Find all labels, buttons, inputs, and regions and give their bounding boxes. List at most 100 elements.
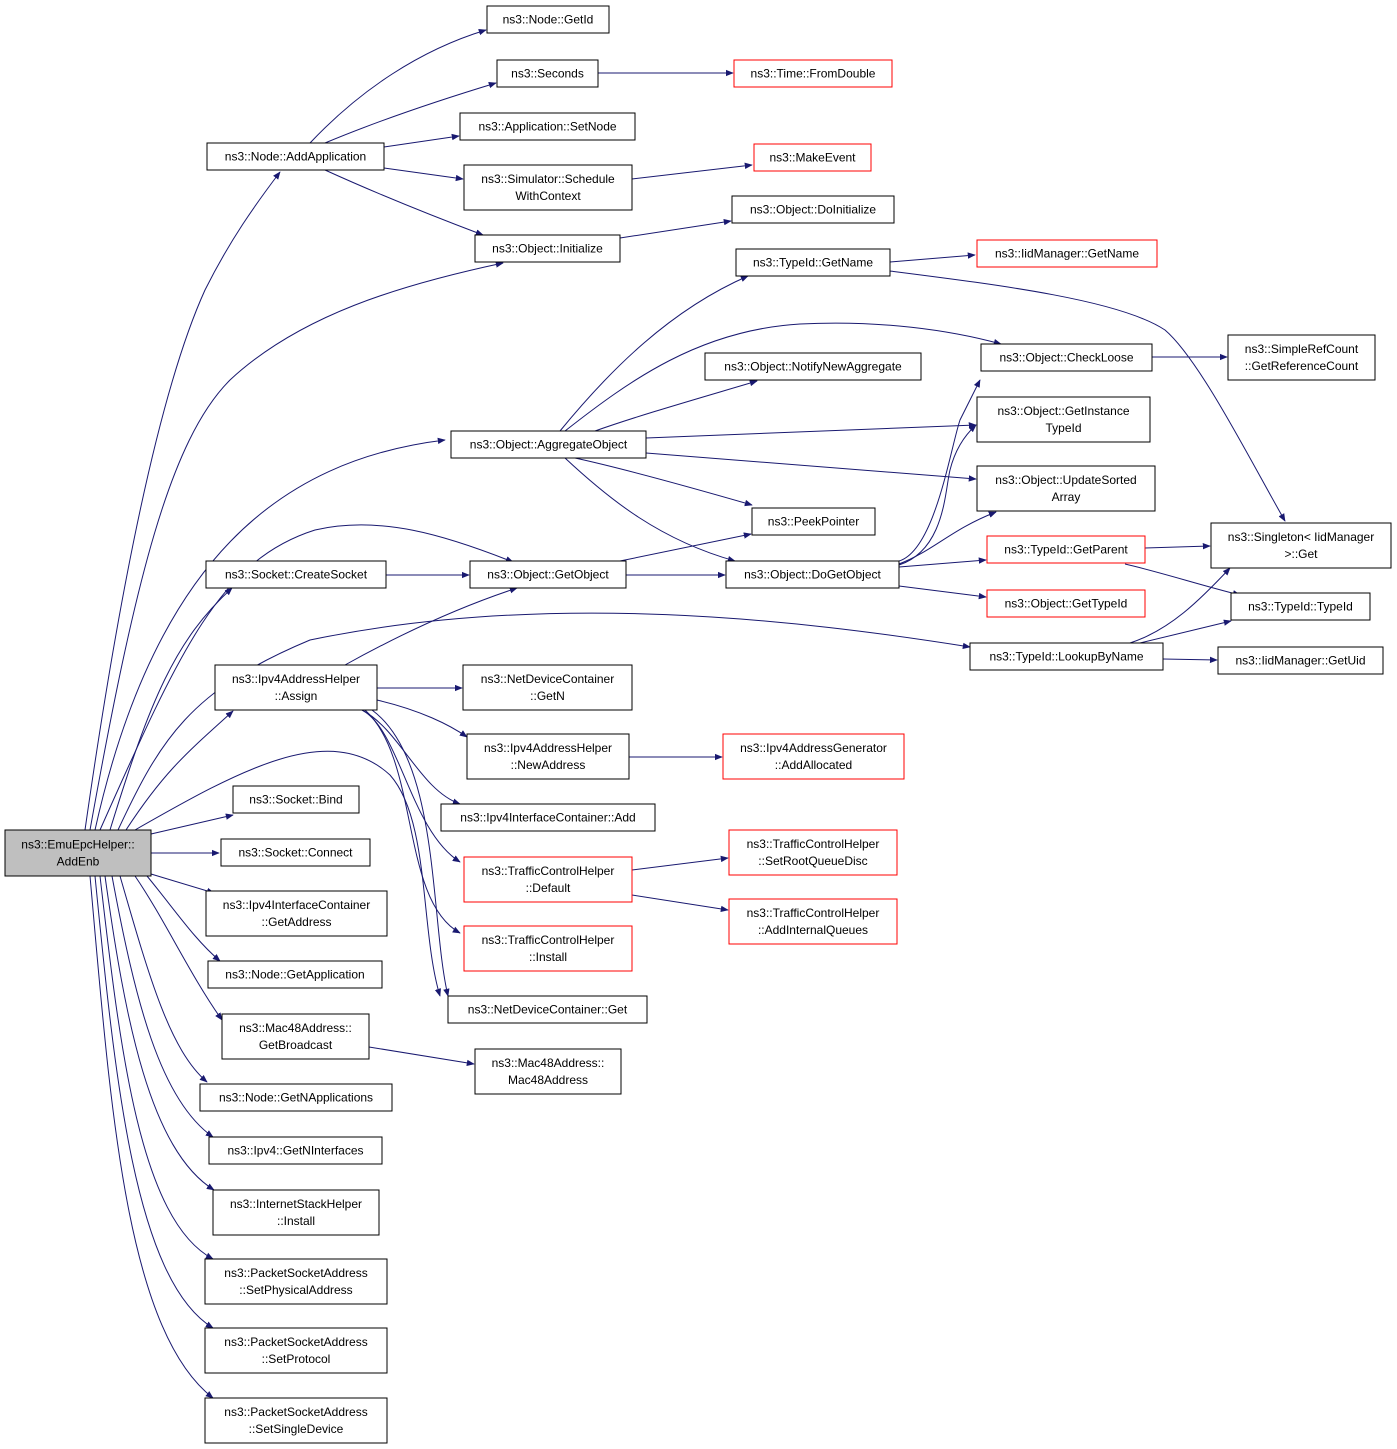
node-label: ns3::NetDeviceContainer xyxy=(481,672,614,686)
function-node-lookupbyname[interactable]: ns3::TypeId::LookupByName xyxy=(969,642,1164,671)
function-node-newaddress[interactable]: ns3::Ipv4AddressHelper::NewAddress xyxy=(466,733,630,780)
node-label: ns3::Simulator::Schedule xyxy=(481,172,615,186)
call-edge xyxy=(150,813,234,835)
node-box xyxy=(462,664,633,711)
node-label: TypeId xyxy=(1045,421,1081,435)
function-node-mac48address[interactable]: ns3::Mac48Address::Mac48Address xyxy=(474,1048,622,1095)
call-edge xyxy=(383,167,464,182)
function-node-setprotocol[interactable]: ns3::PacketSocketAddress::SetProtocol xyxy=(204,1327,388,1374)
function-node-socket-connect[interactable]: ns3::Socket::Connect xyxy=(220,838,371,867)
node-label: ::AddAllocated xyxy=(775,758,852,772)
node-box xyxy=(969,642,1164,671)
function-node-gettypeid[interactable]: ns3::Object::GetTypeId xyxy=(986,589,1146,618)
node-label: ns3::PeekPointer xyxy=(768,515,859,529)
function-node-node-getapplication[interactable]: ns3::Node::GetApplication xyxy=(207,960,383,989)
node-label: ::GetN xyxy=(530,689,565,703)
function-node-ndc-get[interactable]: ns3::NetDeviceContainer::Get xyxy=(447,995,648,1024)
call-edge xyxy=(898,379,981,562)
function-node-setsingledevice[interactable]: ns3::PacketSocketAddress::SetSingleDevic… xyxy=(204,1397,388,1444)
function-node-typeid-getname[interactable]: ns3::TypeId::GetName xyxy=(735,248,891,277)
node-box xyxy=(1227,334,1376,381)
node-label: ::Install xyxy=(277,1214,315,1228)
function-node-notifynewaggregate[interactable]: ns3::Object::NotifyNewAggregate xyxy=(704,352,922,381)
call-edge xyxy=(898,424,977,566)
node-label: ns3::Ipv4AddressHelper xyxy=(232,672,360,686)
function-node-socket-bind[interactable]: ns3::Socket::Bind xyxy=(232,785,360,814)
node-box xyxy=(199,1083,393,1112)
function-node-app-setnode[interactable]: ns3::Application::SetNode xyxy=(459,112,636,141)
call-edge xyxy=(1124,563,1241,597)
function-node-node-getid[interactable]: ns3::Node::GetId xyxy=(486,5,610,34)
function-node-getparent[interactable]: ns3::TypeId::GetParent xyxy=(986,535,1146,564)
call-edge xyxy=(594,379,758,432)
node-box xyxy=(459,112,636,141)
node-box xyxy=(728,898,898,945)
node-label: ns3::EmuEpcHelper:: xyxy=(21,838,134,852)
function-node-dogetobject[interactable]: ns3::Object::DoGetObject xyxy=(725,560,900,589)
function-node-checkloose[interactable]: ns3::Object::CheckLoose xyxy=(980,343,1153,372)
function-node-setrootqueuedisc[interactable]: ns3::TrafficControlHelper::SetRootQueueD… xyxy=(728,829,898,876)
node-box xyxy=(466,733,630,780)
node-box xyxy=(463,164,633,211)
function-node-fromdouble[interactable]: ns3::Time::FromDouble xyxy=(733,59,893,88)
node-label: ns3::Object::GetObject xyxy=(487,568,609,582)
node-label: ns3::Node::GetNApplications xyxy=(219,1091,373,1105)
node-box xyxy=(725,560,900,589)
function-node-peekpointer[interactable]: ns3::PeekPointer xyxy=(751,507,876,536)
call-edge xyxy=(117,612,971,831)
call-edge xyxy=(631,855,729,871)
node-label: ns3::PacketSocketAddress xyxy=(224,1405,367,1419)
function-node-makeevent[interactable]: ns3::MakeEvent xyxy=(753,143,872,172)
function-node-getreferencecount[interactable]: ns3::SimpleRefCount::GetReferenceCount xyxy=(1227,334,1376,381)
function-node-ish-install[interactable]: ns3::InternetStackHelper::Install xyxy=(212,1189,380,1236)
function-node-initialize[interactable]: ns3::Object::Initialize xyxy=(474,234,621,263)
function-node-tch-install[interactable]: ns3::TrafficControlHelper::Install xyxy=(463,925,633,972)
node-label: ns3::TypeId::GetName xyxy=(753,256,873,270)
function-node-getuid[interactable]: ns3::IidManager::GetUid xyxy=(1217,646,1384,675)
call-edges xyxy=(84,29,1286,1399)
node-label: ns3::Object::Initialize xyxy=(492,242,603,256)
node-label: Mac48Address xyxy=(508,1073,588,1087)
root-function-node-addenb[interactable]: ns3::EmuEpcHelper::AddEnb xyxy=(4,829,152,877)
function-node-getnapplications[interactable]: ns3::Node::GetNApplications xyxy=(199,1083,393,1112)
node-box xyxy=(976,239,1158,268)
function-node-doinitialize[interactable]: ns3::Object::DoInitialize xyxy=(731,195,895,224)
node-label: >::Get xyxy=(1284,547,1318,561)
function-node-setphysicaladdress[interactable]: ns3::PacketSocketAddress::SetPhysicalAdd… xyxy=(204,1258,388,1305)
function-node-addapplication[interactable]: ns3::Node::AddApplication xyxy=(206,142,385,171)
function-node-aggregateobject[interactable]: ns3::Object::AggregateObject xyxy=(450,430,647,459)
node-box xyxy=(212,1189,380,1236)
function-node-getobject[interactable]: ns3::Object::GetObject xyxy=(469,560,627,589)
function-node-assign[interactable]: ns3::Ipv4AddressHelper::Assign xyxy=(214,664,378,711)
node-label: Array xyxy=(1052,490,1081,504)
function-node-addallocated[interactable]: ns3::Ipv4AddressGenerator::AddAllocated xyxy=(722,733,905,780)
node-label: ns3::Singleton< IidManager xyxy=(1228,530,1374,544)
function-node-createsocket[interactable]: ns3::Socket::CreateSocket xyxy=(205,560,387,589)
call-edge xyxy=(645,452,977,482)
node-label: ns3::PacketSocketAddress xyxy=(224,1266,367,1280)
node-label: ns3::SimpleRefCount xyxy=(1245,342,1359,356)
function-node-getbroadcast[interactable]: ns3::Mac48Address::GetBroadcast xyxy=(221,1013,370,1060)
function-node-getninterfaces[interactable]: ns3::Ipv4::GetNInterfaces xyxy=(208,1136,383,1165)
node-label: ns3::Ipv4InterfaceContainer::Add xyxy=(460,811,635,825)
node-label: ns3::Ipv4AddressGenerator xyxy=(740,741,887,755)
node-label: ns3::TypeId::TypeId xyxy=(1248,600,1353,614)
call-edge xyxy=(324,169,484,236)
function-node-iid-getname[interactable]: ns3::IidManager::GetName xyxy=(976,239,1158,268)
node-label: ns3::Object::GetTypeId xyxy=(1005,597,1128,611)
function-node-tch-default[interactable]: ns3::TrafficControlHelper::Default xyxy=(463,856,633,903)
function-node-singleton-get[interactable]: ns3::Singleton< IidManager>::Get xyxy=(1210,522,1392,569)
function-node-iic-getaddress[interactable]: ns3::Ipv4InterfaceContainer::GetAddress xyxy=(205,890,388,937)
function-node-iic-add[interactable]: ns3::Ipv4InterfaceContainer::Add xyxy=(440,803,656,832)
function-node-ndc-getn[interactable]: ns3::NetDeviceContainer::GetN xyxy=(462,664,633,711)
node-box xyxy=(447,995,648,1024)
node-label: ::Assign xyxy=(275,689,318,703)
function-node-typeid-typeid[interactable]: ns3::TypeId::TypeId xyxy=(1230,592,1371,621)
function-node-addinternalqueues[interactable]: ns3::TrafficControlHelper::AddInternalQu… xyxy=(728,898,898,945)
function-node-seconds[interactable]: ns3::Seconds xyxy=(496,59,599,88)
call-edge xyxy=(146,875,221,962)
